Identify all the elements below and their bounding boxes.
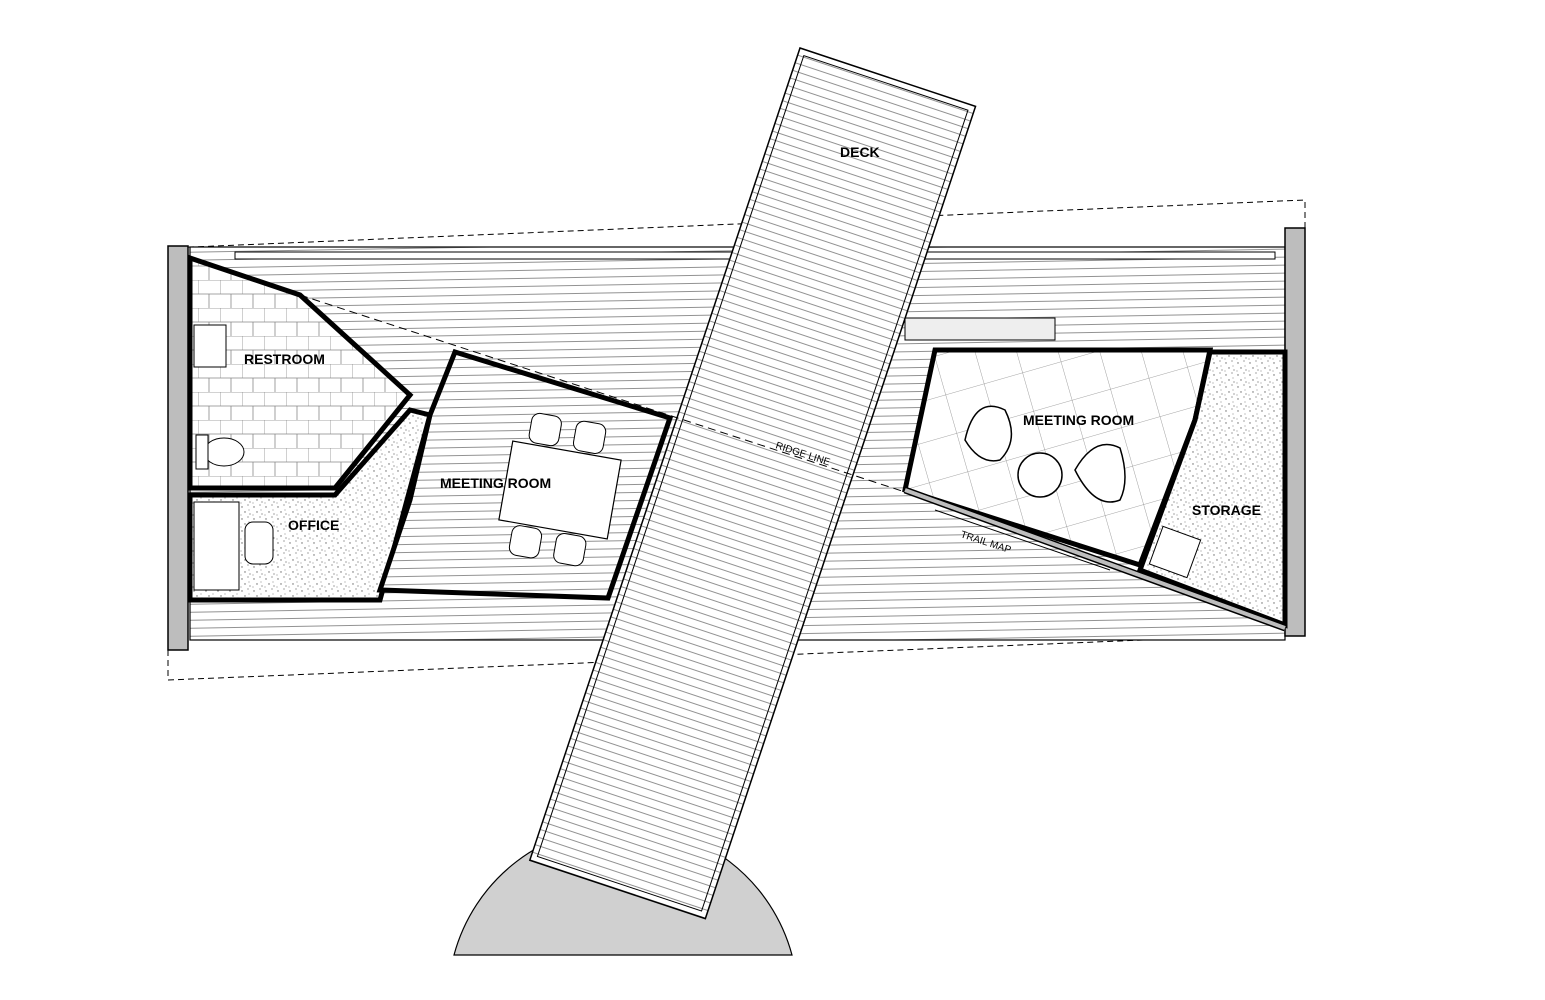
sink-icon bbox=[193, 324, 227, 368]
diagonal-wall-fill bbox=[904, 488, 1286, 630]
desk bbox=[193, 501, 240, 591]
bench bbox=[904, 317, 1056, 341]
label-restroom: RESTROOM bbox=[244, 351, 325, 367]
round-table bbox=[1017, 452, 1063, 498]
lounge-chair bbox=[1074, 443, 1126, 503]
utility-sink bbox=[1148, 525, 1202, 579]
toilet-icon bbox=[203, 437, 245, 467]
ridge-line bbox=[299, 294, 906, 493]
label-meeting-room-left: MEETING ROOM bbox=[440, 475, 551, 491]
label-meeting-room-right: MEETING ROOM bbox=[1023, 412, 1134, 428]
label-deck: DECK bbox=[840, 144, 880, 160]
chair bbox=[508, 525, 543, 559]
trail-map-board bbox=[934, 509, 1111, 571]
toilet-tank bbox=[195, 434, 209, 470]
office-chair bbox=[244, 521, 274, 565]
chair bbox=[553, 532, 587, 567]
label-storage: STORAGE bbox=[1192, 502, 1261, 518]
end-wall-right bbox=[1284, 227, 1306, 637]
lounge-chair bbox=[964, 405, 1013, 462]
deck-walkway bbox=[528, 47, 977, 920]
chair bbox=[572, 420, 607, 454]
meeting-table bbox=[498, 412, 622, 567]
chair bbox=[528, 412, 562, 447]
end-wall-left bbox=[167, 245, 189, 651]
label-office: OFFICE bbox=[288, 517, 339, 533]
